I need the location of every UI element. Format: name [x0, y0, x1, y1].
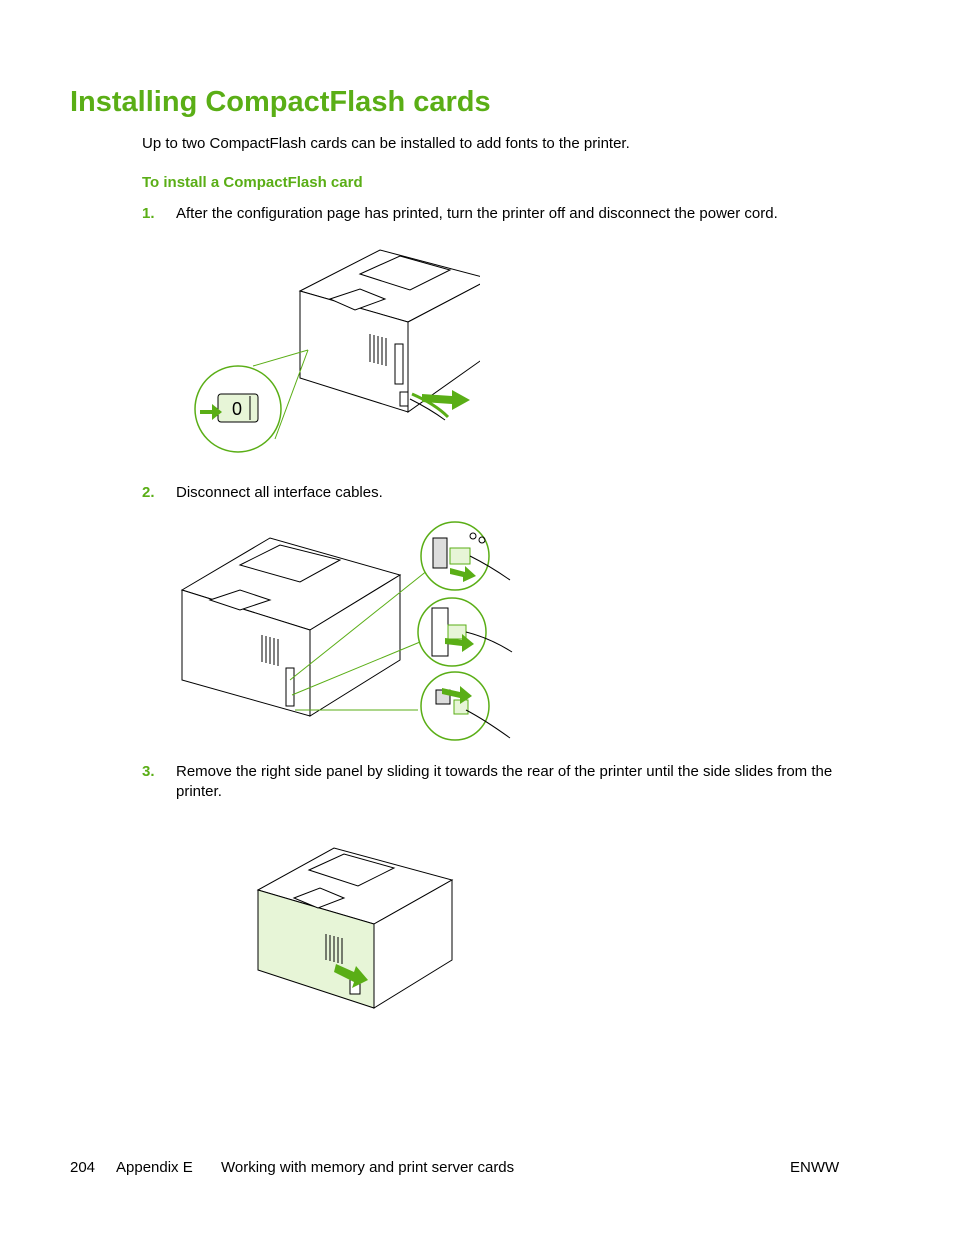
intro-paragraph: Up to two CompactFlash cards can be inst… — [142, 135, 630, 152]
footer-page-number: 204 — [70, 1159, 96, 1176]
step-number: 2. — [142, 484, 155, 501]
step-text: Disconnect all interface cables. — [176, 484, 383, 501]
footer-chapter: Working with memory and print server car… — [221, 1159, 515, 1176]
step-text: After the configuration page has printed… — [176, 205, 778, 222]
procedure-heading: To install a CompactFlash card — [142, 174, 363, 191]
step-number: 1. — [142, 205, 155, 222]
step-number: 3. — [142, 763, 155, 780]
figure-remove-side-panel — [256, 847, 454, 1009]
figure-power-off: 0 — [194, 249, 480, 453]
step-text: Remove the right side panel by sliding i… — [176, 763, 833, 800]
power-switch-icon: 0 — [217, 393, 259, 423]
svg-text:0: 0 — [232, 399, 242, 419]
figure-disconnect-cables — [180, 521, 513, 741]
footer-doc-code: ENWW — [790, 1159, 840, 1176]
page-title: Installing CompactFlash cards — [70, 86, 491, 118]
footer-section: Appendix E — [116, 1159, 193, 1176]
network-icon — [469, 532, 486, 544]
